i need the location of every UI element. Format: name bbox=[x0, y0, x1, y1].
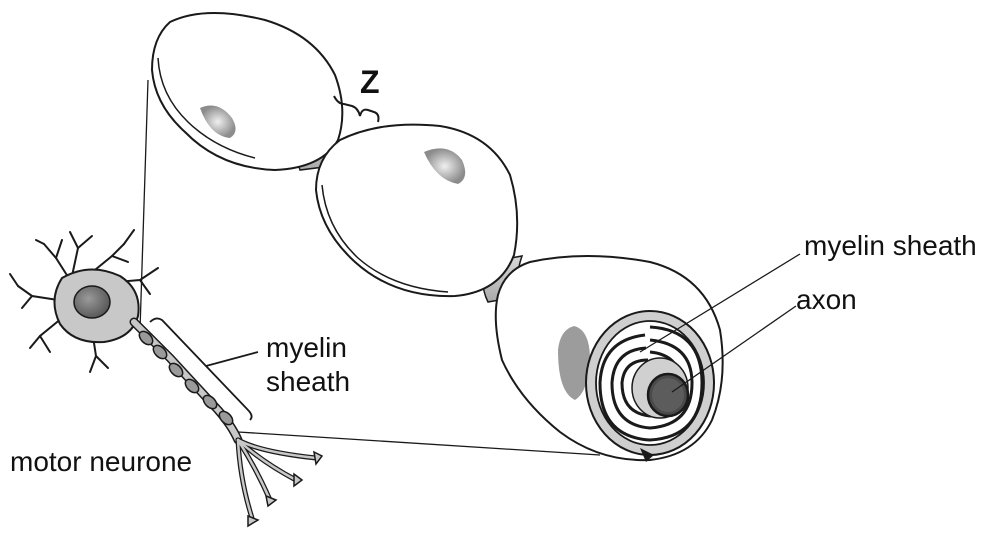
label-axon: axon bbox=[796, 286, 857, 314]
label-motor-neurone: motor neurone bbox=[10, 448, 192, 476]
label-myelin-left-line2: sheath bbox=[266, 368, 350, 396]
label-myelin-left-line1: myelin bbox=[266, 334, 347, 362]
schwann-cell-1 bbox=[152, 13, 342, 170]
label-z: Z bbox=[360, 66, 380, 98]
left-myelin-bracket bbox=[150, 318, 258, 420]
schwann-cell-2 bbox=[316, 125, 517, 296]
axon-core bbox=[648, 374, 688, 416]
label-myelin-sheath-right: myelin sheath bbox=[804, 232, 977, 260]
